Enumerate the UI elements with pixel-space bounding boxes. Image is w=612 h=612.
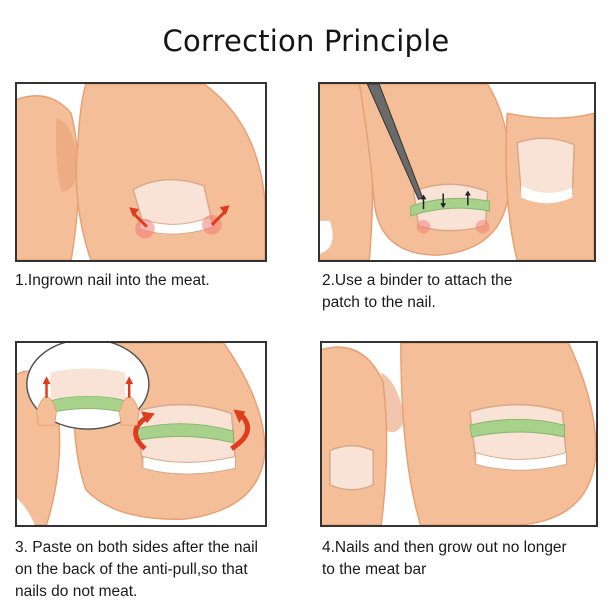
step-3-illustration <box>15 341 267 527</box>
step-2-illustration <box>318 82 596 262</box>
caption-line: 2.Use a binder to attach the <box>322 272 513 289</box>
page-title: Correction Principle <box>162 24 450 58</box>
caption-line: to the meat bar <box>322 561 427 578</box>
caption-line: 3. Paste on both sides after the nail <box>15 539 258 556</box>
step-1-caption: 1.Ingrown nail into the meat. <box>15 270 210 292</box>
caption-line: nails do not meat. <box>15 583 138 600</box>
step-1-illustration <box>15 82 267 262</box>
caption-line: 1.Ingrown nail into the meat. <box>15 272 210 289</box>
step-4-caption: 4.Nails and then grow out no longer to t… <box>322 537 567 581</box>
step-4-illustration <box>320 341 598 527</box>
step-2-caption: 2.Use a binder to attach the patch to th… <box>322 270 512 314</box>
caption-line: 4.Nails and then grow out no longer <box>322 539 567 556</box>
caption-line: patch to the nail. <box>322 294 436 311</box>
caption-line: on the back of the anti-pull,so that <box>15 561 248 578</box>
step-3-caption: 3. Paste on both sides after the nail on… <box>15 537 258 603</box>
